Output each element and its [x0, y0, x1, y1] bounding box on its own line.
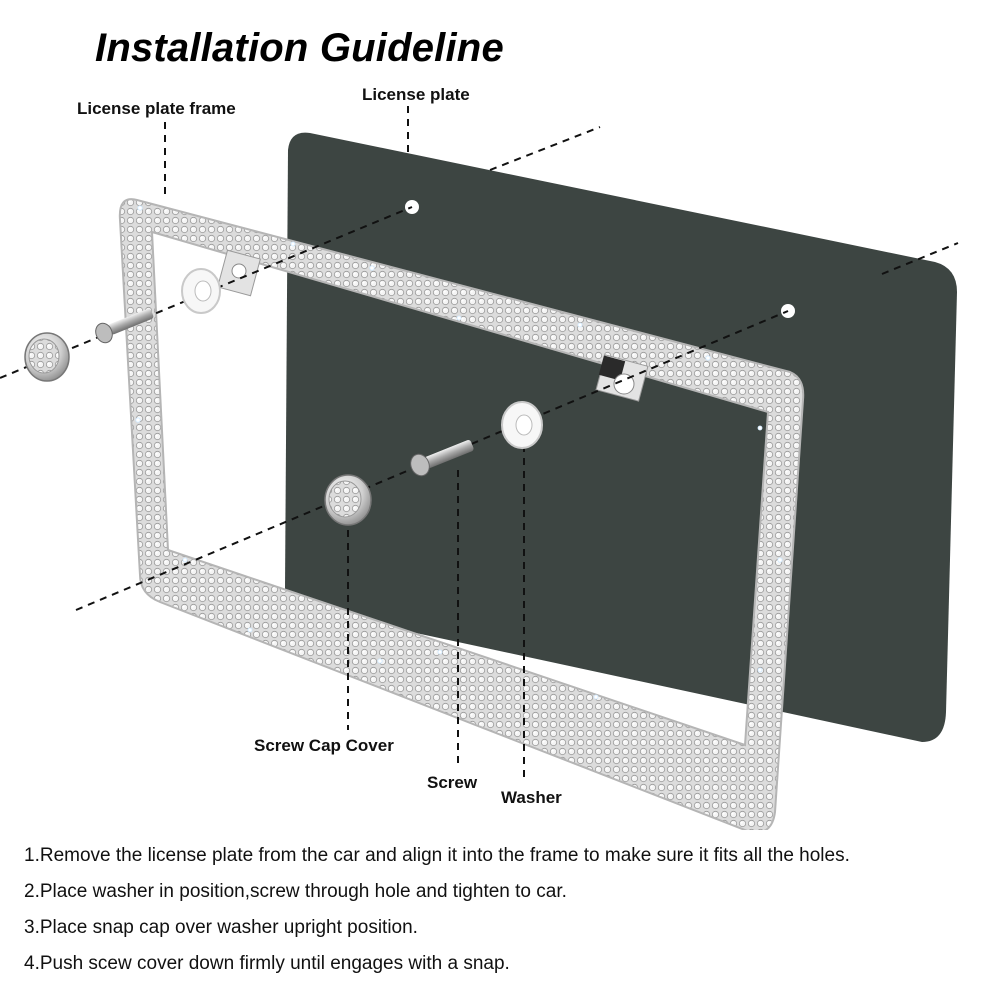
label-screw: Screw — [427, 773, 478, 792]
label-screw-cap-cover: Screw Cap Cover — [254, 736, 394, 755]
step-2: 2.Place washer in position,screw through… — [24, 881, 567, 902]
step-3: 3.Place snap cap over washer upright pos… — [24, 917, 418, 938]
screw-right — [410, 439, 474, 477]
instruction-steps: 1.Remove the license plate from the car … — [24, 838, 984, 982]
license-plate-frame — [118, 198, 805, 830]
screw-cap-cover-left — [24, 332, 70, 382]
page-title: Installation Guideline — [95, 26, 504, 70]
installation-diagram — [0, 106, 959, 830]
screw-cap-cover-right — [324, 474, 372, 526]
plate-hole-left — [405, 200, 419, 214]
washer-right — [501, 401, 543, 449]
screw-left — [95, 308, 154, 344]
label-license-plate-frame: License plate frame — [77, 99, 236, 118]
label-washer: Washer — [501, 788, 562, 807]
label-license-plate: License plate — [362, 85, 470, 104]
step-4: 4.Push scew cover down firmly until enga… — [24, 953, 510, 974]
washer-left — [181, 268, 221, 314]
step-1: 1.Remove the license plate from the car … — [24, 845, 850, 866]
